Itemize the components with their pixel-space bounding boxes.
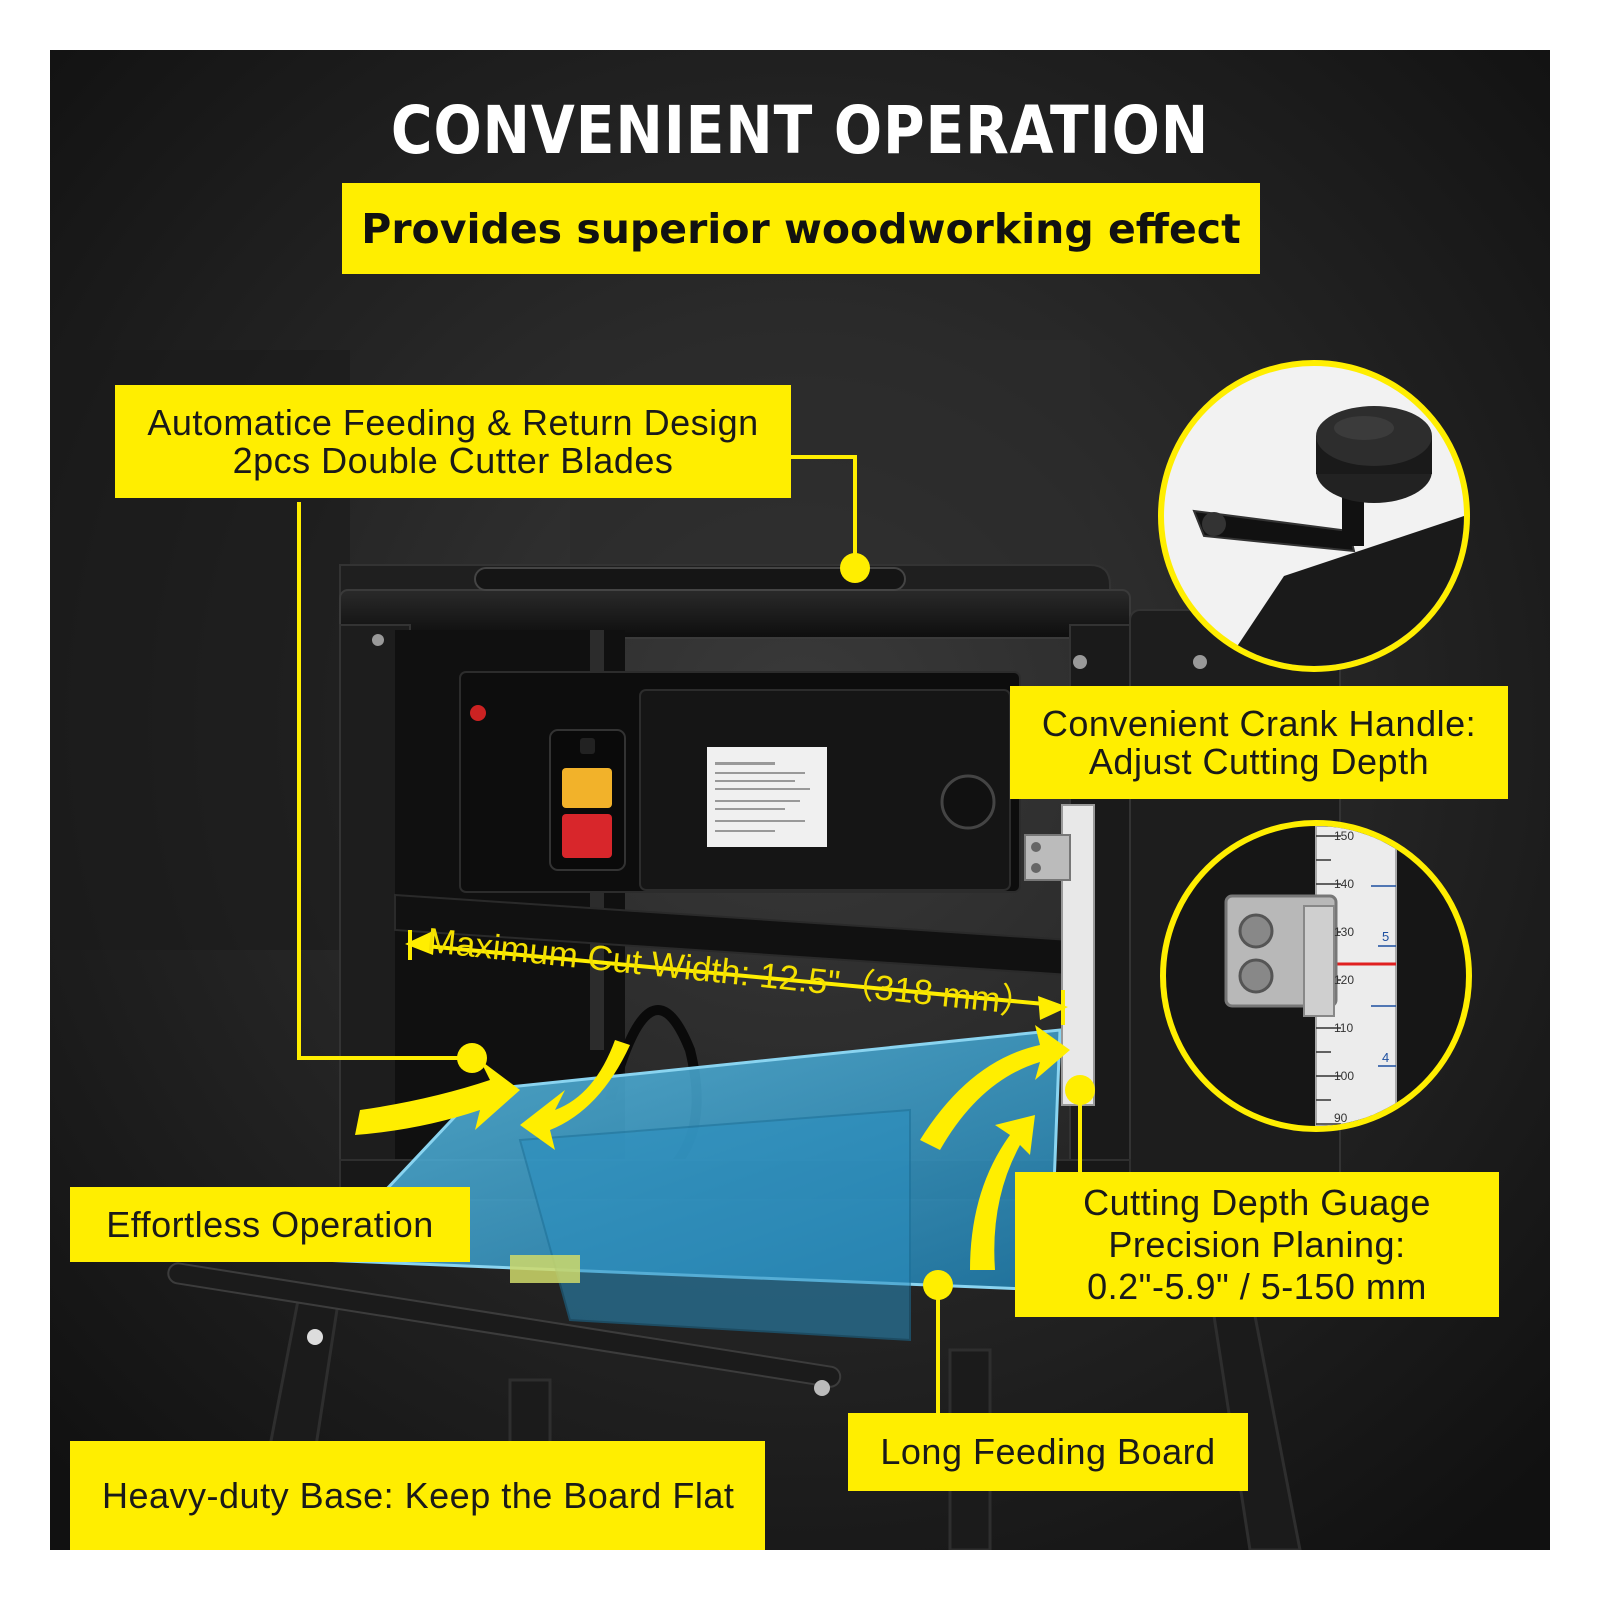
callout-dots <box>457 553 1095 1300</box>
callout-feeding-design: Automatice Feeding & Return Design 2pcs … <box>115 385 791 498</box>
scale-tick-in-4: 4 <box>1382 1050 1389 1065</box>
product-panel: 150 140 130 120 110 100 90 5 4 CONVENIEN… <box>50 50 1550 1550</box>
callout-effortless-text: Effortless Operation <box>106 1203 434 1245</box>
callout-base-text: Heavy-duty Base: Keep the Board Flat <box>102 1474 735 1516</box>
callout-leaders <box>297 455 1082 1415</box>
callout-gauge-line2: Precision Planing: <box>1108 1223 1406 1265</box>
callout-crank-line2: Adjust Cutting Depth <box>1088 740 1430 782</box>
callout-effortless-operation: Effortless Operation <box>70 1187 470 1262</box>
feed-direction-arrows <box>355 1025 1070 1270</box>
crank-handle-icon <box>1192 406 1464 666</box>
callout-heavy-duty-base: Heavy-duty Base: Keep the Board Flat <box>70 1441 765 1550</box>
callout-feeding-board: Long Feeding Board <box>848 1413 1248 1491</box>
depth-gauge-zoom: 150 140 130 120 110 100 90 5 4 <box>1160 820 1472 1132</box>
callout-crank-line1: Convenient Crank Handle: <box>1041 702 1477 744</box>
callout-gauge-line1: Cutting Depth Guage <box>1083 1181 1431 1223</box>
max-cut-width-arrow <box>405 930 1068 1025</box>
callout-crank-handle: Convenient Crank Handle: Adjust Cutting … <box>1010 686 1508 799</box>
scale-tick-130: 130 <box>1334 925 1354 939</box>
scale-tick-140: 140 <box>1334 877 1354 891</box>
subtitle-banner: Provides superior woodworking effect <box>342 183 1260 274</box>
scale-tick-120: 120 <box>1334 973 1354 987</box>
depth-gauge-small <box>1024 804 1095 1106</box>
planer-illustration <box>50 50 1550 1550</box>
crank-handle-zoom <box>1158 360 1470 672</box>
scale-tick-100: 100 <box>1334 1069 1354 1083</box>
callout-feeding-line1: Automatice Feeding & Return Design <box>147 401 759 443</box>
callout-feeding-line2: 2pcs Double Cutter Blades <box>232 439 674 481</box>
scale-tick-90: 90 <box>1334 1111 1348 1125</box>
subtitle-text: Provides superior woodworking effect <box>361 204 1241 253</box>
scale-tick-150: 150 <box>1334 829 1354 843</box>
machine-body <box>339 564 1341 1221</box>
page-title: CONVENIENT OPERATION <box>390 92 1210 169</box>
depth-scale-icon: 150 140 130 120 110 100 90 5 4 <box>1224 826 1397 1126</box>
scale-tick-110: 110 <box>1334 1021 1353 1035</box>
callout-feeding-board-text: Long Feeding Board <box>880 1431 1216 1472</box>
callout-gauge-line3: 0.2"-5.9" / 5-150 mm <box>1087 1265 1427 1307</box>
callout-depth-gauge: Cutting Depth Guage Precision Planing: 0… <box>1015 1172 1499 1317</box>
scale-tick-in-5: 5 <box>1382 929 1389 944</box>
